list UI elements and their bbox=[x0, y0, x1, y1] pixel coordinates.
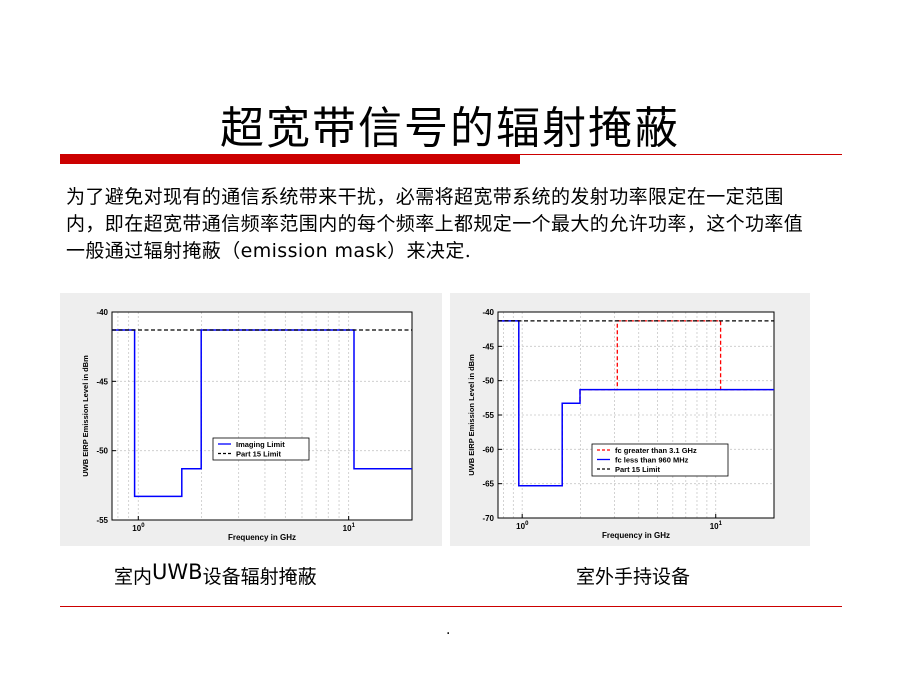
body-text-before: 为了避免对现有的通信系统带来干扰，必需将超宽带系统的发射功率限定在一定范围内，即… bbox=[66, 186, 804, 262]
caption-indoor: 室内UWB设备辐射掩蔽 bbox=[114, 560, 317, 589]
legend-label: Part 15 Limit bbox=[236, 450, 282, 459]
series-line-2 bbox=[498, 320, 774, 487]
plot-area bbox=[112, 312, 412, 520]
x-axis-label: Frequency in GHz bbox=[602, 531, 670, 540]
y-axis-label: UWB EIRP Emission Level in dBm bbox=[81, 355, 90, 477]
title-rule-red bbox=[60, 154, 520, 164]
x-tick-label: 100 bbox=[516, 521, 529, 531]
series-line-1 bbox=[112, 329, 412, 498]
y-tick-label: -70 bbox=[482, 514, 494, 523]
legend-label: fc less than 960 MHz bbox=[615, 456, 689, 465]
body-text-after: ）来决定. bbox=[387, 240, 472, 262]
y-tick-label: -50 bbox=[96, 447, 108, 456]
legend-box bbox=[212, 437, 310, 461]
y-axis-label: UWB EIRP Emission Level in dBm bbox=[467, 354, 476, 476]
y-tick-label: -45 bbox=[96, 377, 108, 386]
plot-frame bbox=[111, 311, 413, 521]
title-rule-thin bbox=[520, 154, 842, 155]
y-tick-label: -50 bbox=[482, 377, 494, 386]
y-tick-label: -55 bbox=[96, 516, 108, 525]
caption-indoor-before: 室内 bbox=[114, 566, 153, 588]
x-tick-label: 101 bbox=[710, 521, 723, 531]
footer-mark: . bbox=[446, 622, 451, 638]
legend-box bbox=[591, 443, 729, 477]
legend-label: Part 15 Limit bbox=[615, 465, 661, 474]
x-tick-label: 101 bbox=[343, 523, 356, 533]
caption-indoor-after: 设备辐射掩蔽 bbox=[202, 566, 317, 588]
body-paragraph: 为了避免对现有的通信系统带来干扰，必需将超宽带系统的发射功率限定在一定范围内，即… bbox=[66, 184, 806, 265]
y-tick-label: -40 bbox=[482, 308, 494, 317]
body-term: emission mask bbox=[240, 240, 388, 262]
x-tick-label: 100 bbox=[132, 523, 145, 533]
bottom-rule bbox=[60, 606, 842, 607]
y-tick-label: -45 bbox=[482, 342, 494, 351]
legend-label: Imaging Limit bbox=[236, 440, 285, 449]
y-tick-label: -60 bbox=[482, 445, 494, 454]
x-axis-label: Frequency in GHz bbox=[228, 533, 296, 542]
legend-label: fc greater than 3.1 GHz bbox=[615, 446, 697, 455]
caption-outdoor: 室外手持设备 bbox=[576, 566, 691, 588]
y-tick-label: -55 bbox=[482, 411, 494, 420]
y-tick-label: -40 bbox=[96, 308, 108, 317]
slide-title: 超宽带信号的辐射掩蔽 bbox=[220, 103, 680, 154]
caption-indoor-term: UWB bbox=[152, 560, 203, 584]
y-tick-label: -65 bbox=[482, 480, 494, 489]
